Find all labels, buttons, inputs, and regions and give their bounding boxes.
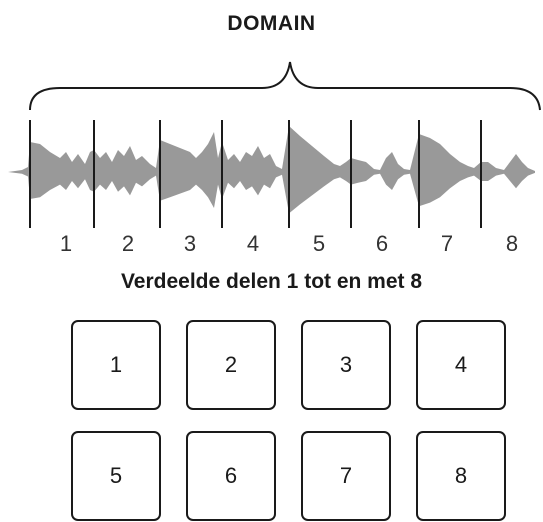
pad-7[interactable]: 7 — [301, 431, 391, 521]
slice-number-3: 3 — [183, 231, 197, 256]
pad-4[interactable]: 4 — [416, 320, 506, 410]
pad-5[interactable]: 5 — [71, 431, 161, 521]
slice-number-4: 4 — [246, 231, 260, 256]
domain-title: DOMAIN — [227, 12, 316, 35]
slices-caption: Verdeelde delen 1 tot en met 8 — [120, 270, 423, 293]
pad-3[interactable]: 3 — [301, 320, 391, 410]
pad-2[interactable]: 2 — [186, 320, 276, 410]
slice-number-1: 1 — [59, 231, 73, 256]
slice-number-5: 5 — [312, 231, 326, 256]
slice-number-8: 8 — [505, 231, 519, 256]
slice-number-2: 2 — [121, 231, 135, 256]
pad-8[interactable]: 8 — [416, 431, 506, 521]
slice-number-6: 6 — [375, 231, 389, 256]
pad-6[interactable]: 6 — [186, 431, 276, 521]
pad-1[interactable]: 1 — [71, 320, 161, 410]
domain-brace — [29, 61, 541, 111]
slice-dividers — [29, 120, 482, 228]
waveform — [8, 126, 535, 214]
slice-number-7: 7 — [440, 231, 454, 256]
